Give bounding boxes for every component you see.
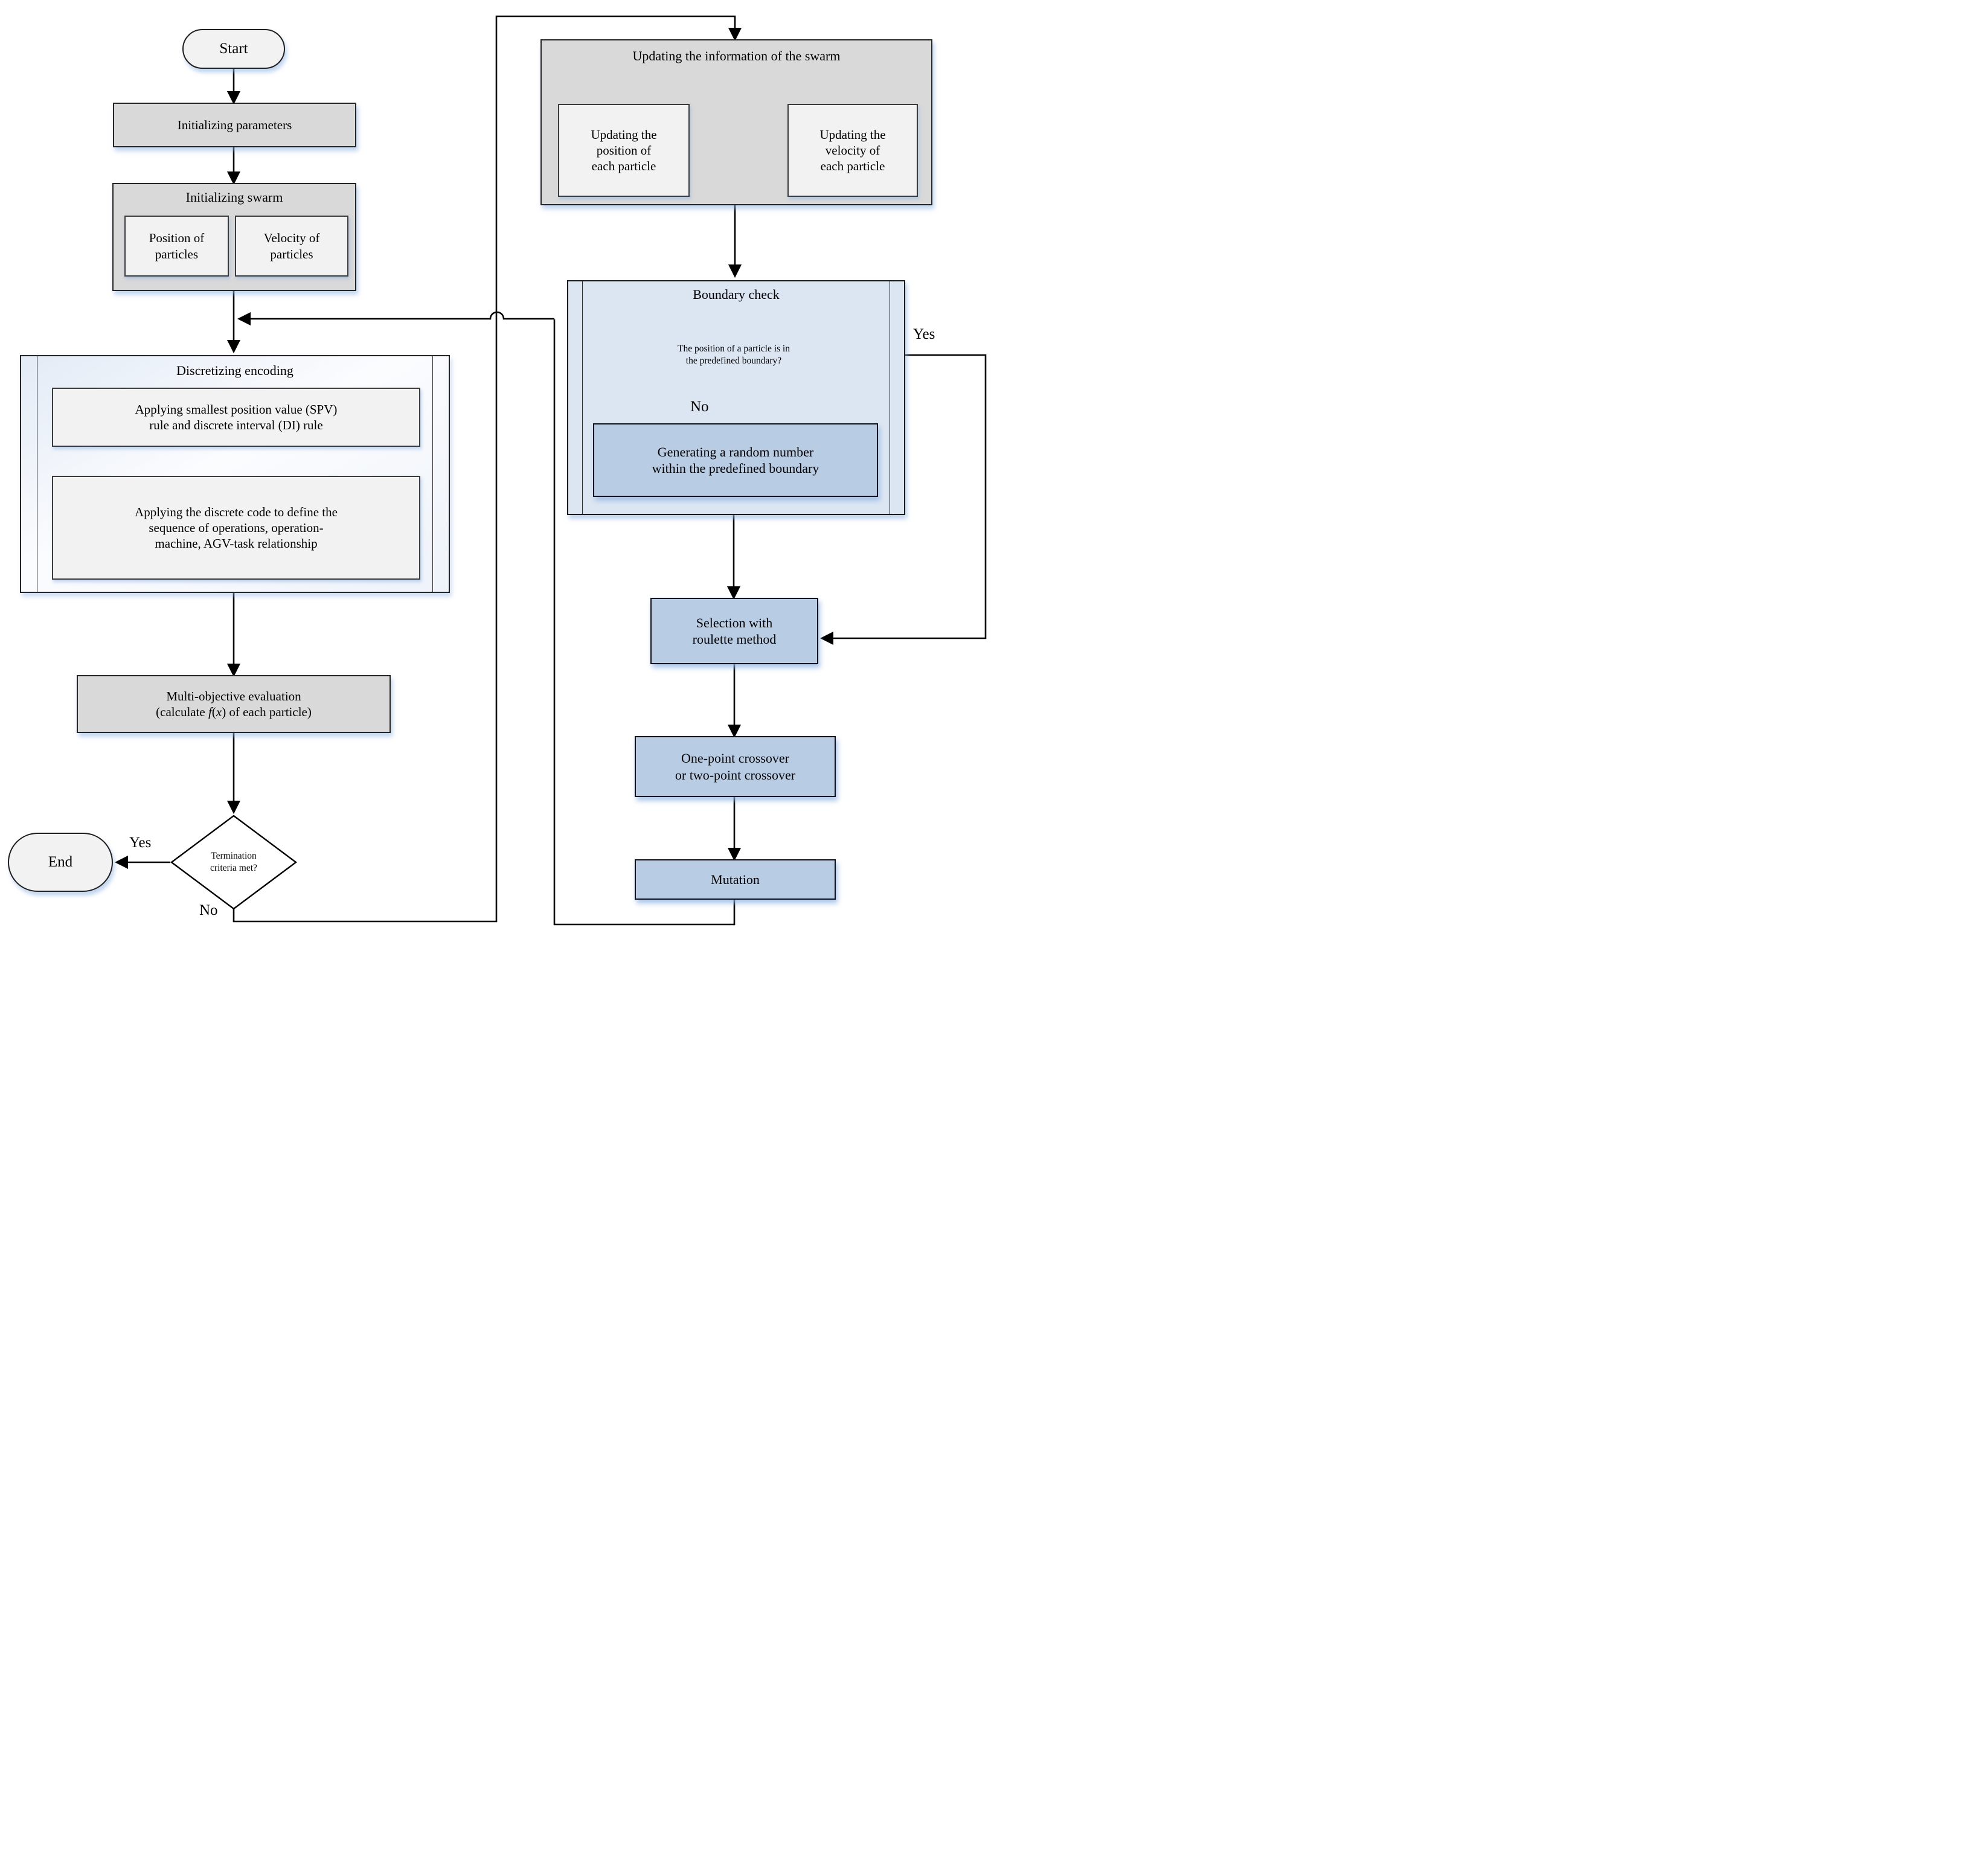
line-mutation-feedback xyxy=(553,319,736,926)
discrete-code-box: Applying the discrete code to define the… xyxy=(52,476,420,580)
spv-rule-box: Applying smallest position value (SPV) r… xyxy=(52,388,420,447)
calc-pre: (calculate xyxy=(156,705,209,719)
discrete-code-line: machine, AGV-task relationship xyxy=(155,536,318,551)
generating-random-box: Generating a random number within the pr… xyxy=(593,423,878,497)
spv-rule-line: rule and discrete interval (DI) rule xyxy=(149,418,323,432)
discrete-code-line: Applying the discrete code to define the xyxy=(135,504,338,519)
updating-velocity-line: each particle xyxy=(820,159,885,174)
init-swarm-title: Initializing swarm xyxy=(185,190,283,205)
crossover-line: One-point crossover xyxy=(681,751,789,766)
velocity-of-particles-box: Velocity of particles xyxy=(235,216,348,277)
selection-line: roulette method xyxy=(692,632,777,647)
boundary-question-line: the predefined boundary? xyxy=(685,356,782,366)
termination-line: criteria met? xyxy=(210,863,257,873)
boundary-question-line: The position of a particle is in xyxy=(678,343,790,354)
generating-line: within the predefined boundary xyxy=(652,461,819,476)
flowchart-canvas: Start Initializing parameters Initializi… xyxy=(0,0,994,930)
crossover-line: or two-point crossover xyxy=(675,767,796,783)
updating-title: Updating the information of the swarm xyxy=(632,48,841,63)
position-line: particles xyxy=(155,246,199,261)
crossover-box: One-point crossover or two-point crossov… xyxy=(635,736,836,797)
discretizing-inner-right-line xyxy=(432,356,433,592)
multi-objective-line2: (calculate f(x) of each particle) xyxy=(156,704,312,720)
mutation-box: Mutation xyxy=(635,859,836,900)
position-of-particles-box: Position of particles xyxy=(124,216,229,277)
updating-velocity-box: Updating the velocity of each particle xyxy=(787,104,918,197)
arrow-feedback-into-junction xyxy=(237,311,554,326)
updating-velocity-line: velocity of xyxy=(825,143,880,158)
updating-position-line: each particle xyxy=(591,159,656,174)
discretizing-title: Discretizing encoding xyxy=(176,363,293,378)
selection-line: Selection with xyxy=(696,615,773,630)
mutation-label: Mutation xyxy=(711,871,760,887)
selection-box: Selection with roulette method xyxy=(650,598,818,664)
end-terminator: End xyxy=(8,833,113,892)
velocity-line: particles xyxy=(270,246,313,261)
boundary-diamond-label: The position of a particle is in the pre… xyxy=(643,330,824,380)
no-boundary-label: No xyxy=(690,399,709,415)
updating-velocity-line: Updating the xyxy=(819,127,886,142)
updating-container: Updating the information of the swarm Up… xyxy=(540,39,932,205)
multi-objective-line1: Multi-objective evaluation xyxy=(166,688,301,703)
yes-boundary-label: Yes xyxy=(913,326,935,342)
discrete-code-line: sequence of operations, operation- xyxy=(149,520,324,535)
spv-rule-line: Applying smallest position value (SPV) xyxy=(135,402,338,417)
multi-objective-box: Multi-objective evaluation (calculate f(… xyxy=(77,675,391,733)
calc-paren: ( xyxy=(211,705,216,719)
updating-position-box: Updating the position of each particle xyxy=(558,104,690,197)
generating-line: Generating a random number xyxy=(657,444,814,460)
termination-line: Termination xyxy=(211,850,257,861)
calc-x-symbol: x xyxy=(216,705,222,719)
boundary-inner-left-line xyxy=(582,281,583,514)
start-terminator: Start xyxy=(182,29,285,69)
yes-end-label: Yes xyxy=(129,834,152,851)
arrow-boundary-yes-to-selection xyxy=(819,354,987,645)
calc-post: ) of each particle) xyxy=(222,705,312,719)
termination-diamond-label: Termination criteria met? xyxy=(179,837,288,888)
termination-diamond xyxy=(170,815,298,910)
init-params-label: Initializing parameters xyxy=(177,117,292,132)
velocity-line: Velocity of xyxy=(263,231,320,246)
arrow-termination-no-to-updating xyxy=(232,15,742,923)
updating-position-line: position of xyxy=(596,143,652,158)
discretizing-container: Discretizing encoding Applying smallest … xyxy=(20,355,450,593)
init-swarm-container: Initializing swarm Position of particles… xyxy=(112,183,356,291)
boundary-check-title: Boundary check xyxy=(693,287,780,302)
calc-f-symbol: f xyxy=(208,705,212,719)
end-label: End xyxy=(48,854,73,871)
start-label: Start xyxy=(219,40,248,57)
init-params-box: Initializing parameters xyxy=(113,103,356,147)
no-loop-label: No xyxy=(199,902,218,918)
updating-position-line: Updating the xyxy=(591,127,657,142)
position-line: Position of xyxy=(149,231,205,246)
